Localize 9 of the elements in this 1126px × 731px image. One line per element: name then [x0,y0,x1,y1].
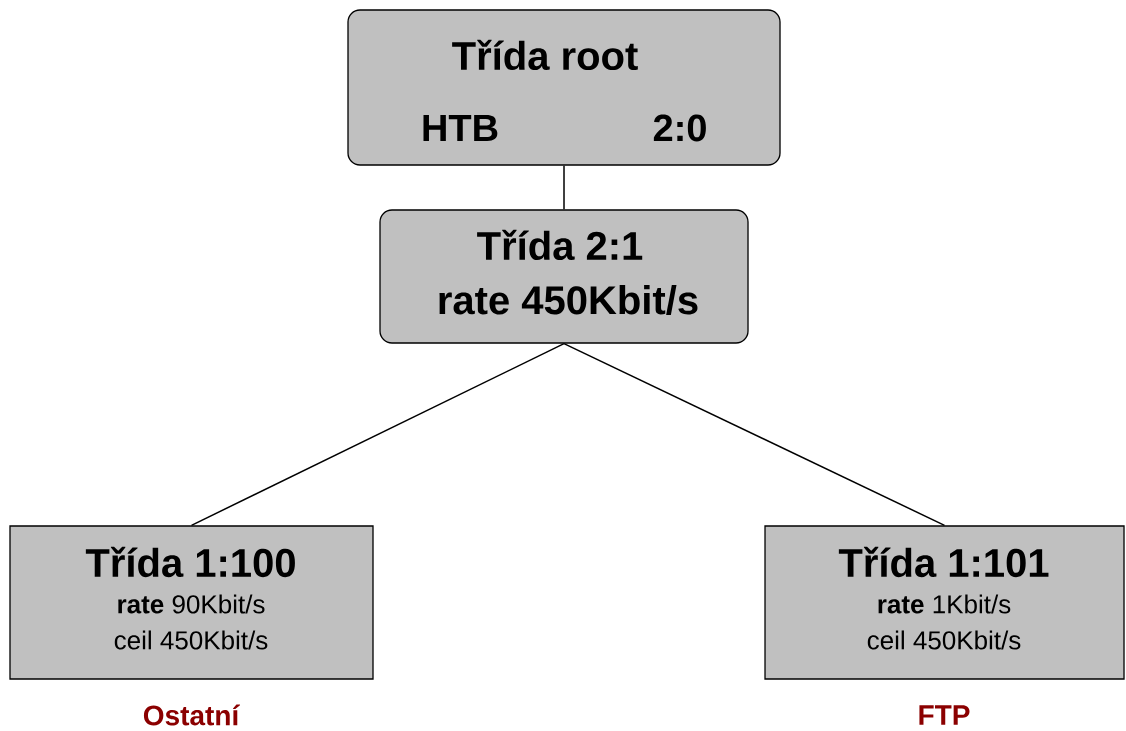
class-box: Třída 2:1 rate 450Kbit/s [379,209,749,344]
class-label: FTP [919,705,970,725]
class-box: Třída 1:100 rate 90Kbit/s ceil 450Kbit/s [9,525,374,680]
class-box: Třída 1:101 rate 1Kbit/s ceil 450Kbit/s [764,525,1125,680]
connector-line [563,342,946,527]
class-label: Ostatní [143,704,240,726]
connector-line [190,342,565,527]
connector-line [563,164,565,211]
class-box: Třída root HTB 2:0 [347,9,781,166]
